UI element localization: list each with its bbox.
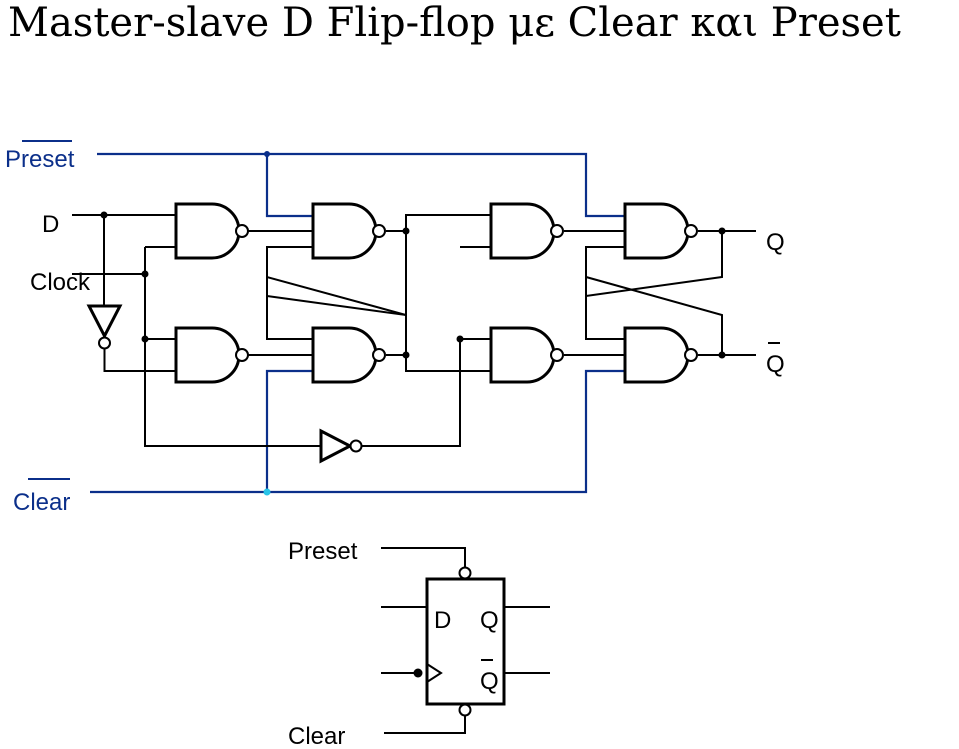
slave-latch-wiring [564, 227, 756, 359]
symbol-preset-label: Preset [288, 538, 358, 565]
page-title: Master-slave D Flip-flop με Clear και Pr… [8, 0, 901, 46]
symbol-q-pin: Q [480, 607, 499, 634]
symbol-clear-bubble [458, 703, 472, 717]
qbar-output-text: Q [766, 351, 785, 378]
nand-gate-master-bottom [174, 326, 249, 384]
preset-label: Preset [5, 140, 75, 173]
preset-label-text: Preset [5, 146, 75, 173]
symbol-preset-bubble [458, 566, 472, 580]
clear-label-text: Clear [13, 489, 70, 516]
q-output-label: Q [766, 229, 785, 256]
nand-gate-slave-latch-bottom [623, 326, 698, 384]
nand-gate-master-latch-top [311, 202, 386, 260]
nand-gate-master-latch-bottom [311, 326, 386, 384]
clear-label: Clear [13, 478, 70, 516]
symbol-clock-triangle [426, 663, 443, 683]
clear-junction-dot [263, 488, 271, 496]
symbol-clock-dot [413, 668, 423, 678]
nand-gate-master-top [174, 202, 249, 260]
qbar-output-label: Q [766, 342, 785, 378]
clock-inverter-gate [319, 428, 354, 464]
input-wiring [72, 211, 491, 464]
symbol-qbar-pin: Q [480, 668, 499, 695]
clear-line [90, 369, 625, 496]
flipflop-symbol: Preset D Q Q Clear [288, 538, 550, 749]
d-inverter-gate [86, 304, 123, 340]
symbol-d-pin: D [434, 607, 451, 634]
nand-gate-slave-top [489, 202, 564, 260]
nand-gate-slave-bottom [489, 326, 564, 384]
d-input-label: D [42, 211, 59, 238]
symbol-clear-label: Clear [288, 723, 345, 749]
master-latch-wiring [248, 214, 491, 372]
preset-line [97, 151, 625, 218]
nand-gate-slave-latch-top [623, 202, 698, 260]
